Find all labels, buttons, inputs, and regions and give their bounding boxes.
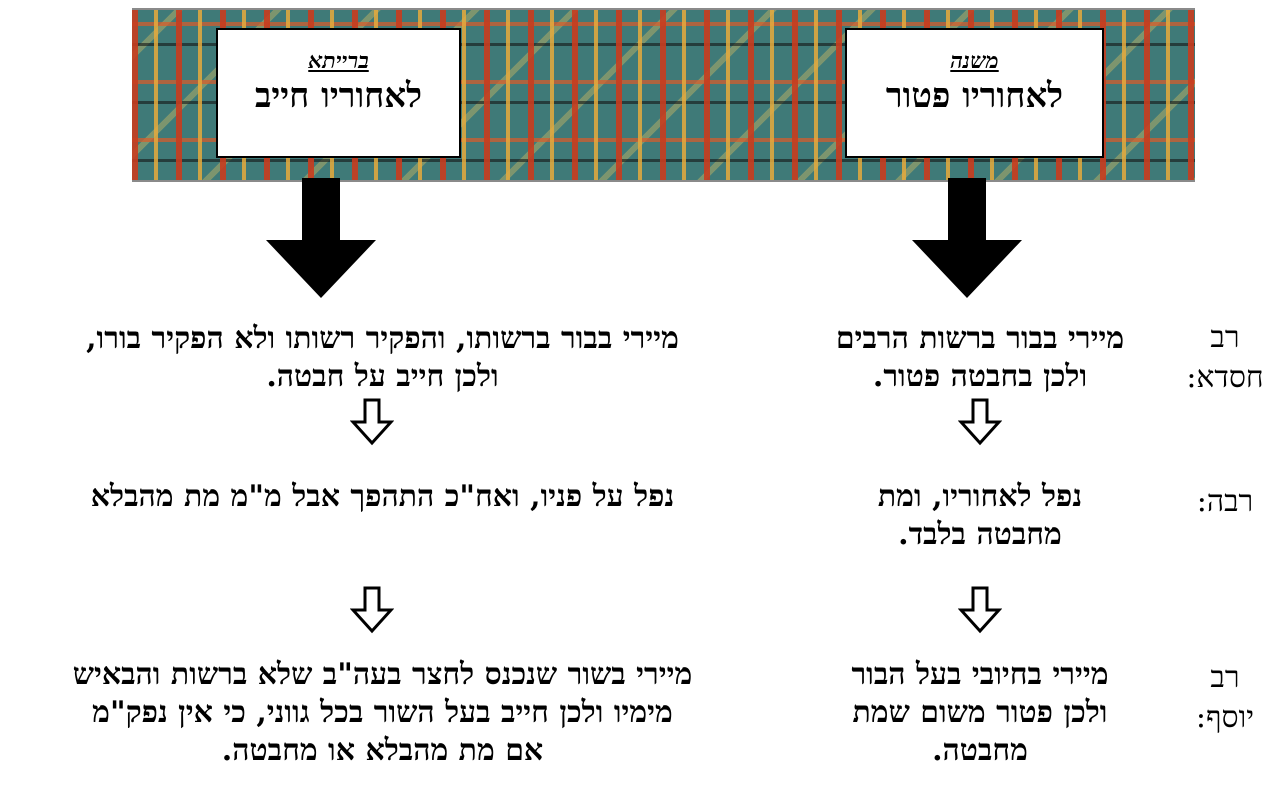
text-line: מיירי בבור ברשותו, והפקיר רשותו ולא הפקי… <box>86 321 679 356</box>
mishna-explanation-3: מיירי בחיובי בעל הבור ולכן פטור משום שמת… <box>790 656 1170 770</box>
mishna-explanation-2: נפל לאחוריו, ומת מחבטה בלבד. <box>790 478 1170 554</box>
speaker-line: רב <box>1210 320 1240 355</box>
mishna-source-label: משנה <box>950 48 999 74</box>
text-line: מחבטה בלבד. <box>898 517 1062 552</box>
text-line: ולכן בחבטה פטור. <box>872 359 1088 394</box>
mishna-ruling: לאחוריו פטור <box>885 76 1064 116</box>
text-line: נפל לאחוריו, ומת <box>877 479 1083 514</box>
speaker-line: רב <box>1210 660 1240 695</box>
text-line: אם מת מהבלא או מחבטה. <box>221 733 544 768</box>
speaker-line: חסדא: <box>1186 360 1264 395</box>
text-line: נפל על פניו, ואח"כ התהפך אבל מ"מ מת מהבל… <box>90 479 675 514</box>
outline-down-arrow-icon <box>958 586 1002 634</box>
text-line: מיירי בבור ברשות הרבים <box>835 321 1125 356</box>
down-arrow-icon <box>912 178 1022 298</box>
mishna-explanation-1: מיירי בבור ברשות הרבים ולכן בחבטה פטור. <box>790 320 1170 396</box>
outline-down-arrow-icon <box>350 586 394 634</box>
braita-source-label: ברייתא <box>308 48 369 74</box>
down-arrow-icon <box>266 178 376 298</box>
braita-box: ברייתא לאחוריו חייב <box>216 28 461 158</box>
speaker-rav-yosef: רב יוסף: <box>1180 658 1270 738</box>
text-line: מיירי בשור שנכנס לחצר בעה"ב שלא ברשות וה… <box>72 657 693 692</box>
outline-down-arrow-icon <box>958 398 1002 446</box>
mishna-box: משנה לאחוריו פטור <box>845 28 1104 158</box>
braita-explanation-2: נפל על פניו, ואח"כ התהפך אבל מ"מ מת מהבל… <box>20 478 745 516</box>
text-line: מחבטה. <box>932 733 1028 768</box>
outline-down-arrow-icon <box>350 398 394 446</box>
speaker-rabba: רבה: <box>1180 482 1270 522</box>
speaker-line: רבה: <box>1196 484 1254 519</box>
text-line: מימיו ולכן חייב בעל השור בכל גווני, כי א… <box>92 695 673 730</box>
braita-explanation-1: מיירי בבור ברשותו, והפקיר רשותו ולא הפקי… <box>20 320 745 396</box>
text-line: ולכן פטור משום שמת <box>852 695 1108 730</box>
speaker-rav-chisda: רב חסדא: <box>1180 318 1270 398</box>
braita-explanation-3: מיירי בשור שנכנס לחצר בעה"ב שלא ברשות וה… <box>20 656 745 770</box>
speaker-line: יוסף: <box>1195 700 1255 735</box>
text-line: ולכן חייב על חבטה. <box>266 359 499 394</box>
braita-ruling: לאחוריו חייב <box>254 76 423 116</box>
text-line: מיירי בחיובי בעל הבור <box>851 657 1109 692</box>
